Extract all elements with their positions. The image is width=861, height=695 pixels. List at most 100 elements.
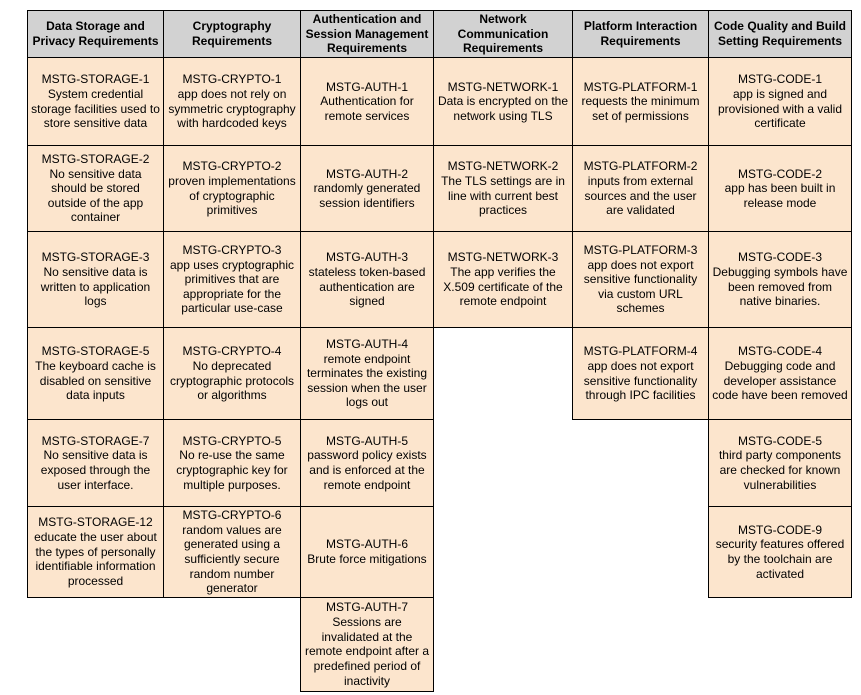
cell-mstg-crypto-2: MSTG-CRYPTO-2 proven implementations of … [163,145,301,232]
empty-cell [709,597,852,691]
req-code: MSTG-STORAGE-3 [41,250,150,265]
req-code: MSTG-AUTH-7 [326,600,408,615]
req-desc: password policy exists and is enforced a… [307,448,427,492]
req-desc: Debugging code and developer assistance … [712,358,848,403]
req-code: MSTG-CRYPTO-3 [182,242,282,257]
table-row: MSTG-STORAGE-1 System credential storage… [27,57,852,146]
req-code: MSTG-AUTH-2 [326,166,408,181]
req-code: MSTG-PLATFORM-2 [583,159,698,174]
req-code: MSTG-STORAGE-2 [41,151,150,166]
table-row: MSTG-STORAGE-5 The keyboard cache is dis… [27,327,852,420]
req-desc: System credential storage facilities use… [31,86,160,131]
column-header-network: Network Communication Requirements [433,10,573,58]
cell-mstg-auth-3: MSTG-AUTH-3 stateless token-based authen… [300,231,434,328]
req-desc: app does not export sensitive functional… [583,257,698,316]
table-row: MSTG-STORAGE-2 No sensitive data should … [27,145,852,232]
empty-cell [573,597,709,691]
cell-mstg-storage-3: MSTG-STORAGE-3 No sensitive data is writ… [27,231,164,328]
cell-mstg-network-3: MSTG-NETWORK-3 The app verifies the X.50… [433,231,573,328]
cell-mstg-code-5: MSTG-CODE-5 third party components are c… [708,419,852,507]
cell-mstg-code-4: MSTG-CODE-4 Debugging code and developer… [708,327,852,420]
empty-cell [434,507,573,598]
empty-cell [434,328,573,420]
cell-mstg-crypto-5: MSTG-CRYPTO-5 No re-use the same cryptog… [163,419,301,507]
cell-mstg-code-3: MSTG-CODE-3 Debugging symbols have been … [708,231,852,328]
req-desc: app is signed and provisioned with a val… [717,86,843,131]
cell-mstg-code-1: MSTG-CODE-1 app is signed and provisione… [708,57,852,146]
cell-mstg-code-2: MSTG-CODE-2 app has been built in releas… [708,145,852,232]
req-desc: educate the user about the types of pers… [34,529,157,588]
cell-mstg-storage-5: MSTG-STORAGE-5 The keyboard cache is dis… [27,327,164,420]
req-code: MSTG-STORAGE-5 [41,344,150,359]
req-desc: randomly generated session identifiers [313,181,421,210]
cell-mstg-storage-7: MSTG-STORAGE-7 No sensitive data is expo… [27,419,164,507]
req-desc: No sensitive data should be stored outsi… [47,166,144,225]
cell-mstg-network-2: MSTG-NETWORK-2 The TLS settings are in l… [433,145,573,232]
empty-cell [164,597,301,691]
req-desc: proven implementations of cryptographic … [168,173,296,218]
req-code: MSTG-STORAGE-7 [41,433,150,448]
req-code: MSTG-STORAGE-12 [38,515,153,530]
cell-mstg-storage-1: MSTG-STORAGE-1 System credential storage… [27,57,164,146]
cell-mstg-auth-6: MSTG-AUTH-6 Brute force mitigations [300,506,434,598]
req-code: MSTG-CRYPTO-1 [182,72,282,87]
cell-mstg-auth-2: MSTG-AUTH-2 randomly generated session i… [300,145,434,232]
cell-mstg-auth-7: MSTG-AUTH-7 Sessions are invalidated at … [300,596,434,692]
req-desc: inputs from external sources and the use… [584,173,697,218]
req-code: MSTG-CODE-1 [738,72,822,87]
cell-mstg-auth-5: MSTG-AUTH-5 password policy exists and i… [300,419,434,507]
req-desc: app uses cryptographic primitives that a… [169,257,295,316]
req-code: MSTG-CRYPTO-6 [182,508,282,522]
req-desc: Brute force mitigations [307,551,427,566]
table-row: MSTG-AUTH-7 Sessions are invalidated at … [28,596,852,692]
table-row: MSTG-STORAGE-3 No sensitive data is writ… [27,231,852,328]
req-code: MSTG-CODE-4 [738,344,822,359]
cell-mstg-crypto-3: MSTG-CRYPTO-3 app uses cryptographic pri… [163,231,301,328]
req-desc: app does not rely on symmetric cryptogra… [168,86,296,131]
empty-cell [28,597,164,691]
req-desc: security features offered by the toolcha… [715,537,845,581]
req-desc: No re-use the same cryptographic key for… [176,448,288,492]
empty-cell [434,597,573,691]
req-code: MSTG-STORAGE-1 [41,72,150,87]
req-desc: Sessions are invalidated at the remote e… [304,615,430,688]
column-header-data-storage: Data Storage and Privacy Requirements [27,10,164,58]
req-desc: random values are generated using a suff… [182,522,282,596]
req-desc: remote endpoint terminates the existing … [306,351,428,410]
req-code: MSTG-NETWORK-1 [447,79,559,94]
req-code: MSTG-AUTH-1 [326,79,408,94]
empty-cell [573,420,709,507]
req-desc: app does not export sensitive functional… [583,358,698,403]
column-header-cryptography: Cryptography Requirements [163,10,301,58]
req-code: MSTG-CODE-5 [738,433,822,448]
req-code: MSTG-CRYPTO-2 [182,159,282,174]
cell-mstg-crypto-4: MSTG-CRYPTO-4 No deprecated cryptographi… [163,327,301,420]
cell-mstg-crypto-1: MSTG-CRYPTO-1 app does not rely on symme… [163,57,301,146]
req-desc: The TLS settings are in line with curren… [441,173,565,218]
cell-mstg-storage-2: MSTG-STORAGE-2 No sensitive data should … [27,145,164,232]
cell-mstg-auth-4: MSTG-AUTH-4 remote endpoint terminates t… [300,327,434,420]
req-code: MSTG-CODE-9 [738,522,822,537]
req-code: MSTG-PLATFORM-4 [583,344,698,359]
req-code: MSTG-NETWORK-2 [447,159,559,174]
req-code: MSTG-AUTH-5 [326,433,408,448]
cell-mstg-network-1: MSTG-NETWORK-1 Data is encrypted on the … [433,57,573,146]
req-code: MSTG-AUTH-4 [326,336,408,351]
cell-mstg-platform-3: MSTG-PLATFORM-3 app does not export sens… [572,231,709,328]
cell-mstg-platform-2: MSTG-PLATFORM-2 inputs from external sou… [572,145,709,232]
req-desc: No deprecated cryptographic protocols or… [169,358,295,403]
column-header-auth-session: Authentication and Session Management Re… [300,10,434,58]
req-code: MSTG-PLATFORM-1 [583,79,698,94]
cell-mstg-crypto-6: MSTG-CRYPTO-6 random values are generate… [163,506,301,598]
cell-mstg-platform-1: MSTG-PLATFORM-1 requests the minimum set… [572,57,709,146]
req-desc: The keyboard cache is disabled on sensit… [35,358,156,403]
req-code: MSTG-CRYPTO-5 [182,433,282,448]
req-desc: third party components are checked for k… [718,448,842,492]
cell-mstg-storage-12: MSTG-STORAGE-12 educate the user about t… [27,506,164,598]
req-desc: Authentication for remote services [320,94,414,123]
req-code: MSTG-CRYPTO-4 [182,344,282,359]
req-desc: No sensitive data is written to applicat… [40,264,151,309]
table-row: MSTG-STORAGE-12 educate the user about t… [27,506,852,598]
req-code: MSTG-AUTH-3 [326,250,408,265]
header-row: Data Storage and Privacy Requirements Cr… [27,10,852,58]
